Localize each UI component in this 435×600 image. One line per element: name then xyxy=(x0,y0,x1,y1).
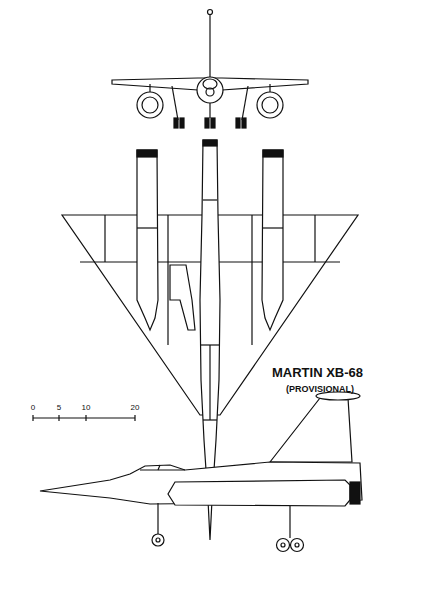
front-view xyxy=(112,10,308,129)
side-view xyxy=(40,392,362,552)
drawing-title: MARTIN XB-68 xyxy=(272,366,363,380)
subtitle: (PROVISIONAL) xyxy=(286,385,354,395)
scale-bar xyxy=(33,415,135,421)
scale-number: 5 xyxy=(57,404,61,413)
scale-number: 0 xyxy=(31,404,35,413)
scale-number: 10 xyxy=(82,404,91,413)
scale-number: 20 xyxy=(131,404,140,413)
